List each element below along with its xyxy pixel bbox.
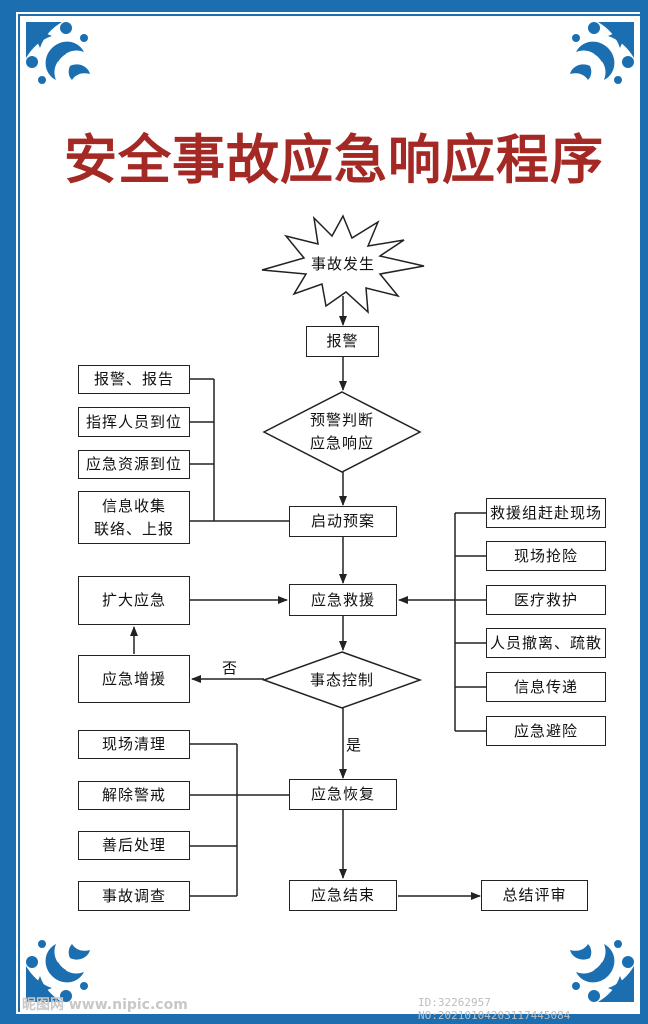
review-node: 总结评审: [481, 880, 588, 911]
frame-inner-line-top: [18, 14, 646, 16]
bottom-item-aftermath: 善后处理: [78, 831, 190, 860]
watermark-site: 昵图网 www.nipic.com: [22, 997, 188, 1013]
left-item-resources: 应急资源到位: [78, 450, 190, 479]
expand-response-node: 扩大应急: [78, 576, 190, 625]
frame-left-border: [0, 0, 16, 1024]
watermark-id: ID:32262957 NO:20210104203117445084: [418, 996, 571, 1022]
page-title: 安全事故应急响应程序: [64, 129, 604, 191]
right-item-onsite-rescue: 现场抢险: [486, 541, 606, 571]
right-item-medical: 医疗救护: [486, 585, 606, 615]
control-diamond-shape: [261, 651, 423, 709]
left-item-info-line1: 信息收集: [101, 497, 166, 515]
judge-node-label-line2: 应急响应: [309, 434, 374, 452]
edge-label-no: 否: [222, 659, 238, 677]
left-item-info: 信息收集 联络、上报: [78, 491, 190, 544]
control-node-label: 事态控制: [309, 671, 374, 689]
right-item-shelter: 应急避险: [486, 716, 606, 746]
frame-top-border: [0, 0, 648, 12]
start-burst-shape: [261, 214, 425, 314]
corner-ornament-top-right: [570, 22, 634, 84]
bottom-item-cleanup: 现场清理: [78, 730, 190, 759]
judge-diamond-shape: [262, 391, 422, 473]
right-item-evacuation: 人员撤离、疏散: [486, 628, 606, 658]
bottom-item-investigation: 事故调查: [78, 881, 190, 911]
judge-node-label-line1: 预警判断: [309, 411, 374, 429]
reinforce-node: 应急增援: [78, 655, 190, 703]
corner-ornament-bottom-right: [570, 940, 634, 1002]
frame-right-border: [640, 0, 648, 1024]
left-item-report: 报警、报告: [78, 365, 190, 394]
corner-ornament-bottom-left: [26, 940, 90, 1002]
left-item-info-line2: 联络、上报: [93, 519, 174, 538]
left-item-commanders: 指挥人员到位: [78, 407, 190, 437]
edge-label-yes: 是: [346, 736, 362, 754]
corner-ornament-top-left: [26, 22, 90, 84]
recover-node: 应急恢复: [289, 779, 397, 810]
bottom-item-lift-cordon: 解除警戒: [78, 781, 190, 810]
frame-inner-line-left: [18, 14, 20, 1012]
right-item-info-relay: 信息传递: [486, 672, 606, 702]
start-node-label: 事故发生: [310, 255, 375, 273]
launch-plan-node: 启动预案: [289, 506, 397, 537]
frame-bottom-border: [0, 1014, 648, 1024]
report-node: 报警: [306, 326, 379, 357]
right-item-team-to-scene: 救援组赶赴现场: [486, 498, 606, 528]
rescue-node: 应急救援: [289, 584, 397, 616]
end-node: 应急结束: [289, 880, 397, 911]
